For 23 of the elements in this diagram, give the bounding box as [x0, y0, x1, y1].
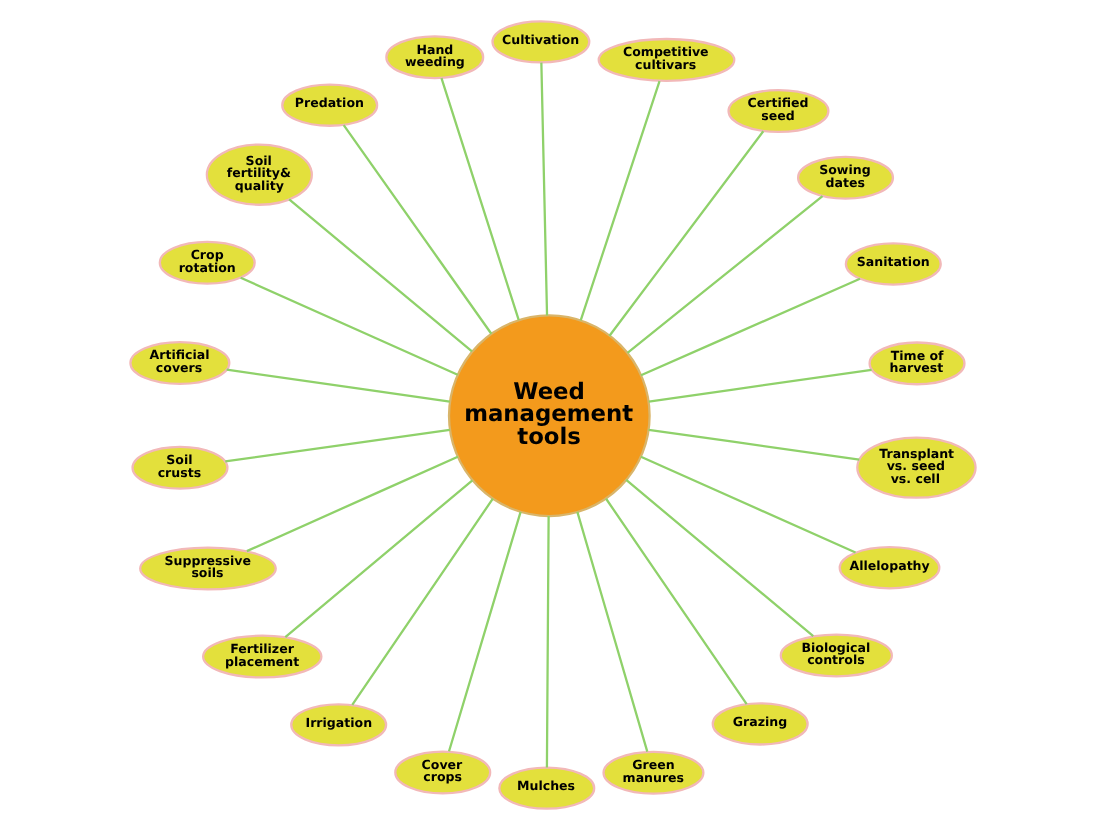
- connector: [626, 195, 824, 354]
- connector: [225, 428, 450, 463]
- connector: [605, 498, 748, 705]
- connector: [640, 455, 856, 554]
- connector: [447, 511, 522, 752]
- node-circle: Weed management tools: [447, 314, 651, 518]
- connector: [284, 479, 474, 639]
- connector: [342, 124, 493, 335]
- connector: [545, 516, 550, 768]
- connector: [440, 77, 520, 321]
- connector: [288, 198, 473, 353]
- connector: [240, 276, 459, 376]
- connector: [576, 511, 649, 752]
- connector: [648, 428, 860, 461]
- connector: [226, 368, 450, 403]
- connector: [625, 479, 814, 638]
- connector: [648, 368, 872, 403]
- connector: [608, 130, 765, 337]
- connector: [246, 455, 459, 553]
- connector: [540, 62, 549, 316]
- connector: [579, 80, 661, 321]
- connector: [640, 277, 861, 377]
- connector: [351, 497, 494, 706]
